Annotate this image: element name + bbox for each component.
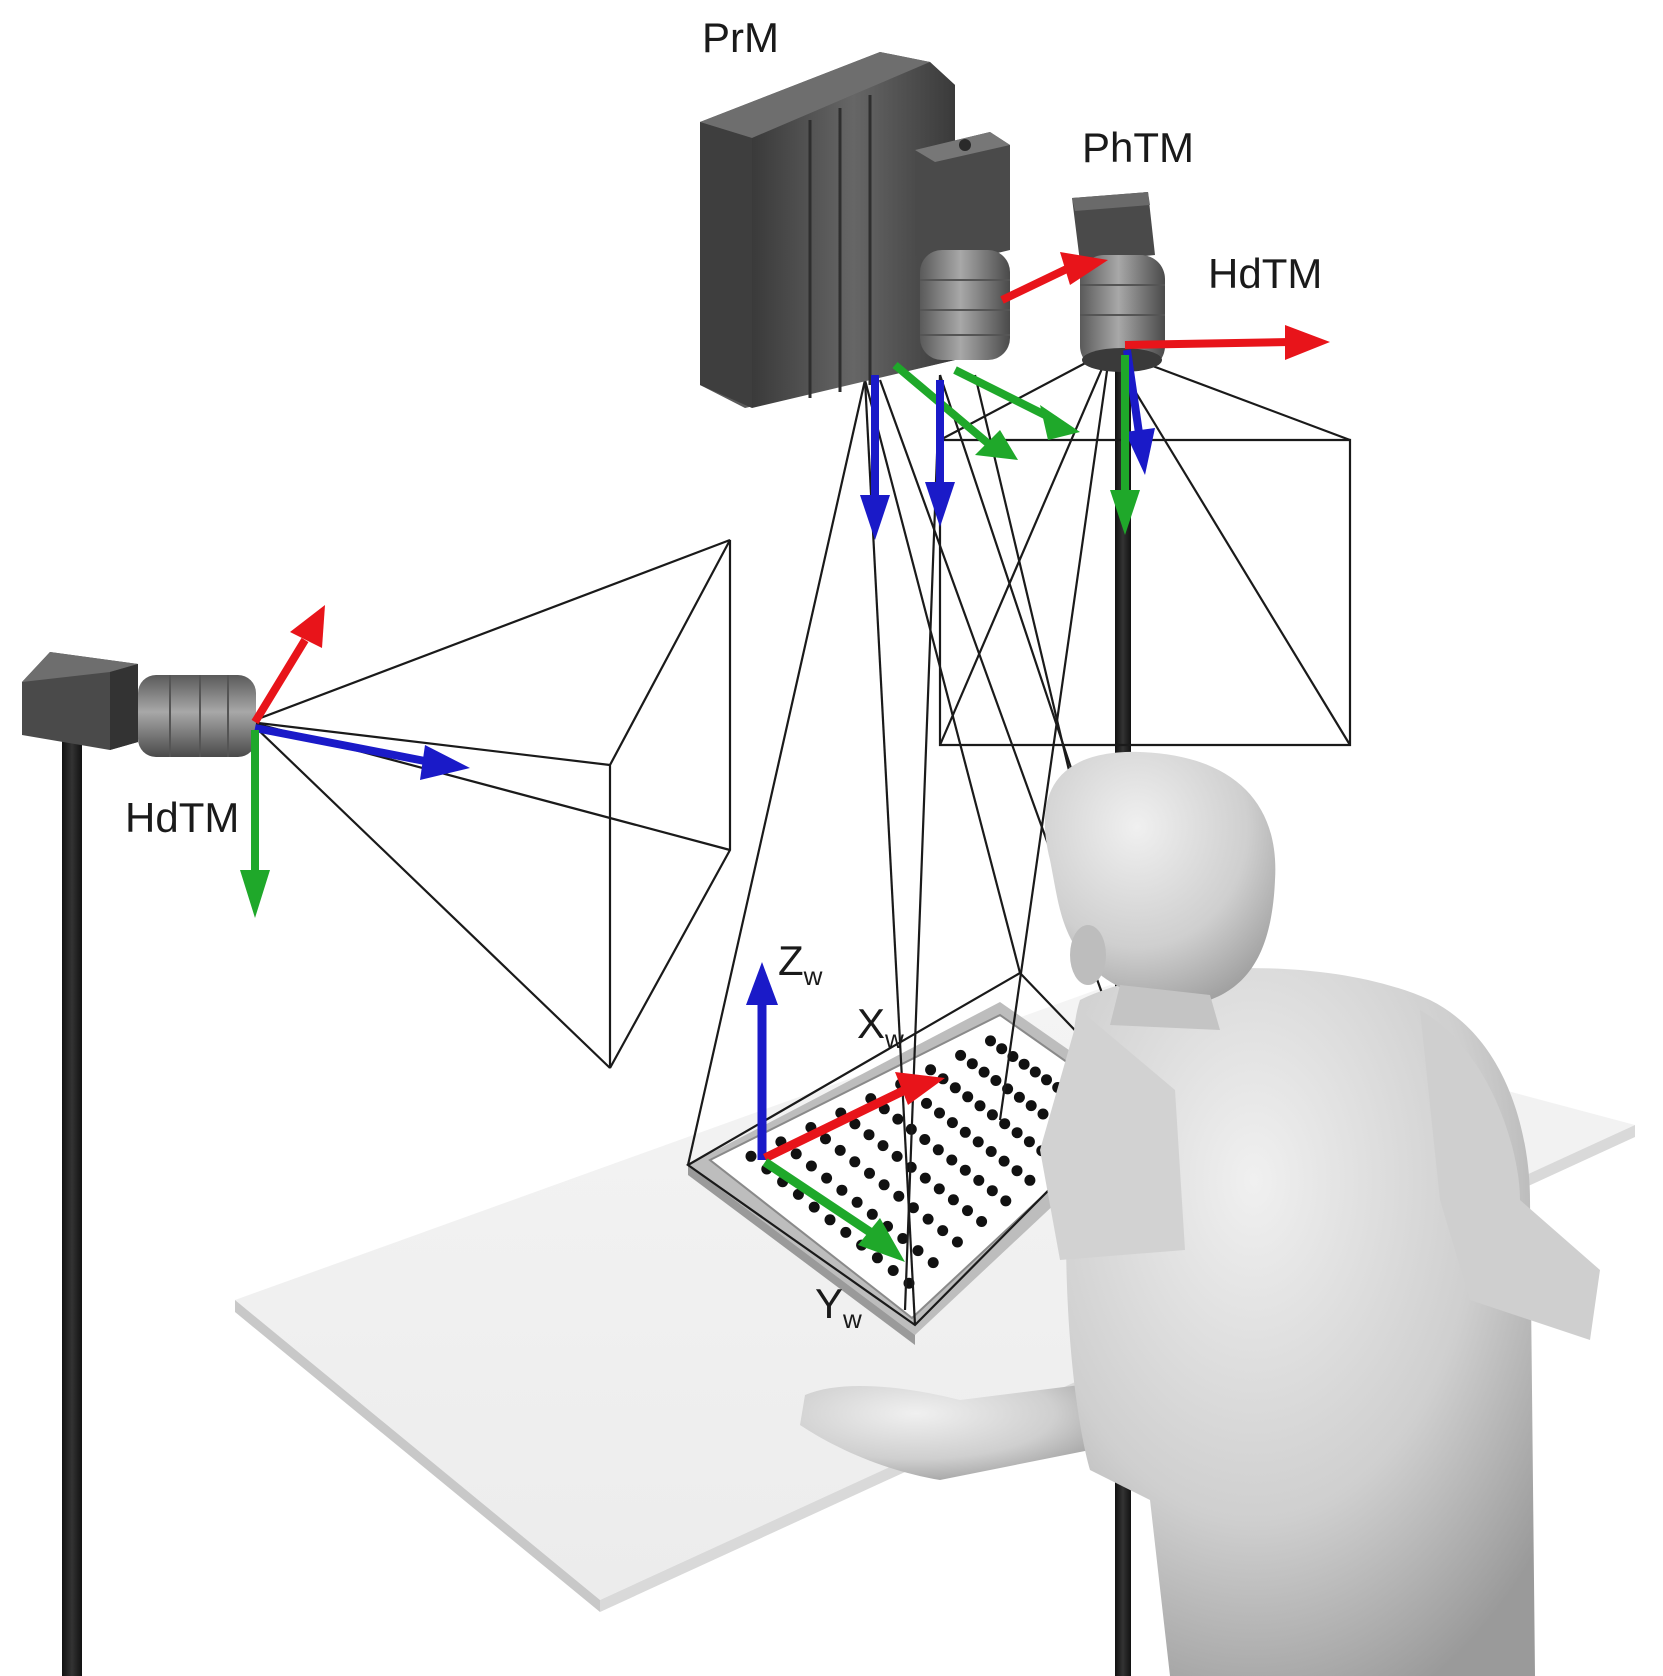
calibration-dot <box>887 1265 899 1276</box>
calibration-dot <box>864 1167 875 1179</box>
left-hdtm-camera <box>22 652 256 757</box>
calibration-dot <box>925 1064 937 1076</box>
calibration-dot <box>959 1164 971 1176</box>
calibration-dot <box>927 1257 939 1269</box>
calibration-dot <box>891 1150 903 1162</box>
calibration-dot <box>990 1075 1002 1086</box>
calibration-dot <box>962 1205 973 1217</box>
right-camera-frustum <box>938 348 1352 747</box>
calibration-dot <box>1041 1074 1052 1086</box>
label-xw: Xw <box>857 1000 904 1054</box>
calibration-dot <box>1024 1174 1036 1186</box>
calibration-dot <box>878 1179 890 1191</box>
calibration-dot <box>893 1190 905 1202</box>
left-hdtm-frustum <box>249 538 732 1069</box>
label-zw: Zw <box>778 937 823 991</box>
calibration-dot <box>978 1066 990 1078</box>
calibration-dot <box>921 1097 932 1109</box>
label-yw: Yw <box>815 1280 862 1334</box>
world-axes <box>746 962 945 1262</box>
calibration-dot <box>946 1154 958 1166</box>
calibration-dot <box>1000 1195 1012 1207</box>
calibration-dot <box>805 1160 817 1172</box>
calibration-dot <box>998 1155 1010 1167</box>
calibration-dot <box>824 1214 836 1226</box>
calibration-board <box>688 1002 1155 1345</box>
calibration-dot <box>947 1194 959 1206</box>
calibration-dot <box>836 1184 848 1196</box>
calibration-dot <box>892 1113 904 1125</box>
projector-device <box>700 52 955 408</box>
label-phtm: PhTM <box>1082 124 1194 171</box>
calibration-dot <box>972 1136 984 1148</box>
calibration-dot <box>959 1126 971 1138</box>
calibration-dot <box>808 1201 820 1213</box>
calibration-dot <box>937 1225 949 1237</box>
calibration-dot <box>834 1144 846 1156</box>
calibration-dot <box>976 1216 988 1227</box>
calibration-dot <box>1037 1108 1049 1120</box>
calibration-dot <box>986 1185 998 1197</box>
calibration-dot <box>1025 1100 1037 1112</box>
calibration-dot <box>820 1133 831 1145</box>
calibration-dot <box>745 1150 757 1162</box>
calibration-dot <box>973 1174 985 1186</box>
overhead-camera <box>915 132 1010 360</box>
calibration-dot <box>849 1156 861 1168</box>
calibration-dot <box>1011 1127 1023 1139</box>
calibration-dot <box>849 1118 861 1130</box>
calibration-dot <box>934 1107 945 1119</box>
label-hdtm-left: HdTM <box>125 794 239 841</box>
calibration-dot <box>790 1148 802 1160</box>
calibration-dot <box>792 1188 804 1200</box>
calibration-dot <box>919 1172 931 1184</box>
calibration-dot <box>932 1144 944 1156</box>
calibration-dot <box>955 1049 967 1061</box>
calibration-dot <box>966 1058 978 1070</box>
calibration-dot <box>877 1140 889 1152</box>
calibration-dot <box>840 1226 852 1238</box>
calibration-dot <box>985 1035 996 1047</box>
calibration-dot <box>821 1172 833 1184</box>
left-hdtm-axes <box>240 605 470 918</box>
calibration-dot <box>962 1091 974 1103</box>
calibration-dot <box>986 1109 998 1121</box>
calibration-dot <box>949 1082 961 1094</box>
calibration-dot <box>985 1146 997 1157</box>
calibration-dot <box>946 1117 958 1129</box>
calibration-dot <box>912 1245 924 1257</box>
label-hdtm-right: HdTM <box>1208 250 1322 297</box>
left-pole <box>62 738 82 1676</box>
overhead-camera-axes <box>925 366 1080 527</box>
label-prm: PrM <box>702 14 779 61</box>
calibration-dot <box>897 1233 909 1244</box>
calibration-dot <box>974 1100 986 1112</box>
calibration-dot <box>1029 1066 1041 1078</box>
calibration-dot <box>1013 1091 1025 1103</box>
calibration-dot <box>999 1118 1011 1130</box>
phtm-axes <box>1110 325 1330 535</box>
calibration-dot <box>919 1134 931 1145</box>
calibration-dot <box>933 1183 945 1195</box>
calibration-dot <box>996 1043 1008 1055</box>
calibration-dot <box>922 1213 934 1225</box>
calibration-dot <box>871 1252 883 1264</box>
calibration-dot <box>1023 1136 1035 1148</box>
calibration-dot <box>866 1208 878 1220</box>
calibration-dot <box>851 1196 863 1208</box>
calibration-dot <box>1018 1058 1030 1070</box>
calibration-dot <box>907 1202 919 1214</box>
calibration-dot <box>1011 1165 1023 1177</box>
calibration-dot <box>951 1236 963 1248</box>
person-figure <box>800 751 1600 1676</box>
calibration-dot <box>863 1129 875 1141</box>
